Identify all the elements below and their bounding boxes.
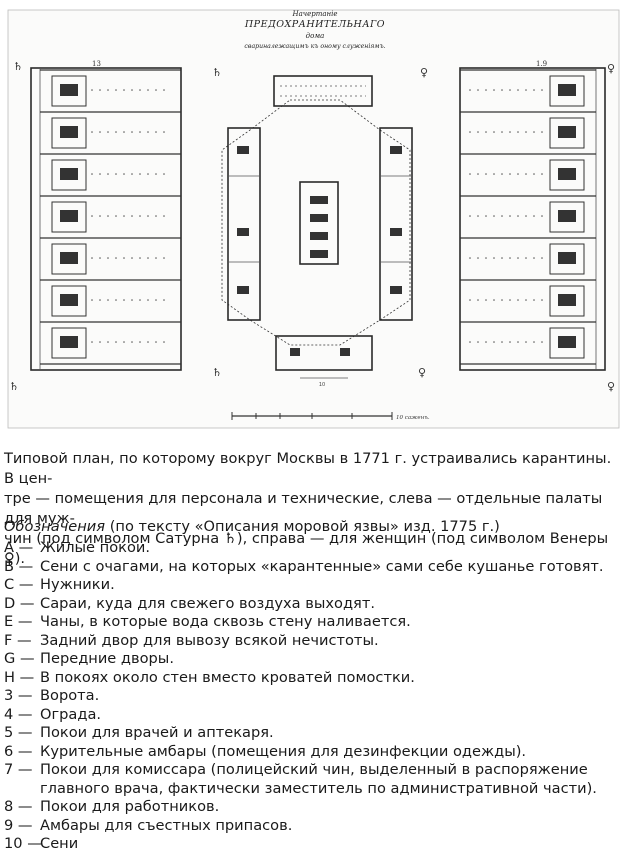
legend-text: Амбары для съестных припасов. <box>40 816 293 834</box>
ward-cell <box>40 279 181 317</box>
legend-key: С — <box>4 576 34 593</box>
legend-item: 4 — Ограда. <box>4 706 629 725</box>
right-block-number: 1.9 <box>536 60 547 68</box>
men-ward-block: 13 <box>30 60 182 371</box>
legend-key: G — <box>4 650 35 667</box>
left-block-number: 13 <box>92 60 101 68</box>
legend-key: 5 — <box>4 724 33 741</box>
ward-cell <box>460 279 596 317</box>
ward-cell <box>460 195 596 233</box>
legend-key: В — <box>4 557 34 575</box>
legend-item: G — Передние дворы. <box>4 650 629 669</box>
quarantine-plan-drawing: Начертаніе ПРЕДОХРАНИТЕЛЬНАГО дома свари… <box>7 9 620 429</box>
ward-cell <box>40 321 181 359</box>
legend-item: D — Сараи, куда для свежего воздуха выход… <box>4 595 629 614</box>
caption-line-3-middle: ), справа — для женщин (под символом Вен… <box>236 530 609 547</box>
venus-symbol-mid-right: ♀ <box>420 66 428 79</box>
ward-cell <box>460 111 596 149</box>
legend-text: Курительные амбары (помещения для дезинф… <box>40 742 527 760</box>
legend-text: Ограда. <box>40 705 102 723</box>
venus-symbol-mid-right2: ♀ <box>418 366 426 379</box>
legend-text: Сараи, куда для свежего воздуха выходят. <box>40 594 375 612</box>
legend-item: 6 — Курительные амбары (помещения для дез… <box>4 743 629 762</box>
ward-cell <box>460 237 596 275</box>
ward-cell <box>460 321 596 359</box>
legend-key: 4 — <box>4 705 33 723</box>
legend-item: 10 —Сени <box>4 835 629 854</box>
legend-item: 9 — Амбары для съестных припасов. <box>4 817 629 836</box>
legend-key: 9 — <box>4 816 33 834</box>
saturn-symbol-top-left: ♄ <box>13 60 23 73</box>
legend-item: 7 — Покои для комиссара (полицейский чин,… <box>4 761 629 798</box>
plan-caption: Типовой план, по которому вокруг Москвы … <box>4 449 625 569</box>
legend-text: Жилые покои. <box>40 539 151 556</box>
central-compound: 10 <box>221 75 413 388</box>
legend-heading-italic: Обозначения <box>4 518 106 535</box>
legend-key: 10 — <box>4 835 42 852</box>
legend-item: 5 — Покои для врачей и аптекаря. <box>4 724 629 743</box>
legend-text: Сени с очагами, на которых «карантенные»… <box>40 557 604 575</box>
venus-symbol: ♀ <box>4 550 15 567</box>
legend-item: Е — Чаны, в которые вода сквозь стену нал… <box>4 613 629 632</box>
women-ward-block: 1.9 <box>459 60 606 371</box>
ward-cell <box>40 111 181 149</box>
plan-title-line4: свариналежащимъ къ оному служеніямъ. <box>244 43 385 50</box>
ward-cell <box>40 69 181 107</box>
legend-text: Передние дворы. <box>40 650 174 667</box>
legend-text: Чаны, в которые вода сквозь стену налива… <box>40 613 411 630</box>
legend-text: Покои для комиссара (полицейский чин, вы… <box>40 761 597 797</box>
legend-key: Н — <box>4 668 35 686</box>
legend-heading-source: (по тексту «Описания моровой язвы» изд. … <box>105 518 500 535</box>
venus-symbol-bottom-right: ♀ <box>607 380 615 393</box>
venus-symbol-top-right: ♀ <box>607 62 615 75</box>
legend-item: А — Жилые покои. <box>4 539 629 558</box>
legend-key: 7 — <box>4 761 33 778</box>
legend-item: С — Нужники. <box>4 576 629 595</box>
legend-text: Сени <box>40 835 79 852</box>
legend-item: Н — В покоях около стен вместо кроватей п… <box>4 669 629 688</box>
legend-text: Ворота. <box>40 687 100 704</box>
caption-line-3-start: чин (под символом Сатурна <box>4 530 224 547</box>
caption-line-3-end: ). <box>14 550 26 567</box>
legend-key: А — <box>4 539 34 556</box>
scale-label: 10 саженъ. <box>396 415 430 421</box>
ward-cell <box>40 195 181 233</box>
ward-cell <box>460 153 596 191</box>
legend-key: F — <box>4 631 32 649</box>
ward-cell <box>460 69 596 107</box>
legend-text: Покои для врачей и аптекаря. <box>40 724 274 741</box>
legend-text: Покои для работников. <box>40 798 220 815</box>
legend-item: F — Задний двор для вывозу всякой нечисто… <box>4 632 629 651</box>
svg-text:10: 10 <box>319 382 325 388</box>
plan-title-line2: ПРЕДОХРАНИТЕЛЬНАГО <box>244 19 385 30</box>
legend-heading: Обозначения (по тексту «Описания моровой… <box>4 518 625 536</box>
caption-line-2: тре — помещения для персонала и техничес… <box>4 490 603 527</box>
legend-item: В — Сени с очагами, на которых «карантенн… <box>4 558 629 577</box>
legend-text: В покоях около стен вместо кроватей помо… <box>40 668 415 686</box>
legend-key: 3 — <box>4 687 33 704</box>
ward-cell <box>40 237 181 275</box>
legend-key: D — <box>4 594 35 612</box>
plan-title-line1: Начертаніе <box>291 10 337 18</box>
scale-bar: 10 саженъ. <box>231 412 430 421</box>
legend-key: 8 — <box>4 798 33 815</box>
legend-text: Нужники. <box>40 576 115 593</box>
saturn-symbol: ♄ <box>223 530 237 547</box>
legend-text: Задний двор для вывозу всякой нечистоты. <box>40 631 379 649</box>
saturn-symbol-bottom-left: ♄ <box>9 380 19 393</box>
legend-item: 3 — Ворота. <box>4 687 629 706</box>
saturn-symbol-mid-left2: ♄ <box>212 366 222 379</box>
plan-title-line3: дома <box>306 32 325 40</box>
legend-key: 6 — <box>4 742 33 760</box>
legend-item: 8 — Покои для работников. <box>4 798 629 817</box>
ward-cell <box>40 153 181 191</box>
legend-key: Е — <box>4 613 33 630</box>
legend-list: А — Жилые покои. В — Сени с очагами, на ко… <box>4 539 629 854</box>
saturn-symbol-mid-left: ♄ <box>212 66 222 79</box>
caption-line-1: Типовой план, по которому вокруг Москвы … <box>4 450 612 487</box>
